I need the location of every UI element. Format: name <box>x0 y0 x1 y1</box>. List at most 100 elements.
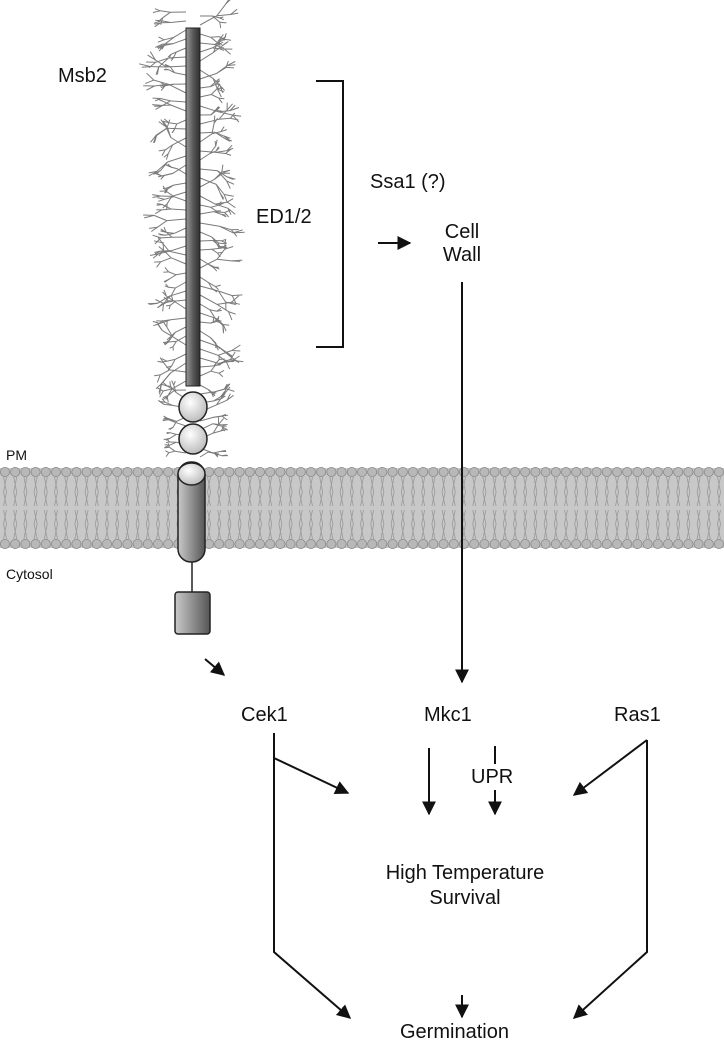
glycan-branch <box>156 261 162 268</box>
glycan-branch <box>207 388 213 394</box>
arrow-msb2-to-cek1 <box>204 658 226 676</box>
glycan-branch <box>218 117 231 120</box>
glycan-branch <box>166 358 176 362</box>
glycan-branch <box>162 419 169 422</box>
lipid-head <box>244 539 255 550</box>
glycan-branch <box>218 109 228 120</box>
glycan-branch <box>170 287 176 296</box>
msb2-label: Msb2 <box>58 65 107 87</box>
glycan-branch <box>158 246 164 251</box>
glycan-branch <box>150 253 159 256</box>
glycan-branch <box>162 120 169 124</box>
upr-label: UPR <box>471 766 514 788</box>
glycan-branch <box>208 282 216 288</box>
lipid-head <box>61 466 72 477</box>
glycan-branch <box>213 45 223 53</box>
arrow-ras1-to-hts <box>572 739 648 796</box>
glycan-branch <box>164 232 175 236</box>
glycan-branch <box>170 386 177 393</box>
lipid-head <box>509 539 520 550</box>
lipid-tail <box>145 476 150 540</box>
glycan-branch <box>167 144 174 154</box>
glycan-branch <box>219 22 222 29</box>
glycan-branch <box>215 286 219 291</box>
glycan-branch <box>199 330 211 339</box>
glycan-branch <box>145 79 154 85</box>
glycan-branch <box>224 212 230 218</box>
lipid-head <box>20 539 31 550</box>
lipid-tail <box>125 476 130 540</box>
glycan-branch <box>162 300 174 304</box>
glycan-branch <box>216 83 221 89</box>
glycan-branch <box>217 290 227 303</box>
glycan-branch <box>215 184 221 194</box>
glycan-branch <box>224 194 234 197</box>
glycan-branch <box>210 206 217 212</box>
glycan-branch <box>166 326 173 337</box>
glycan-branch <box>211 131 221 135</box>
glycan-branch <box>160 10 171 13</box>
glycan-branch <box>224 246 234 250</box>
lipid-head <box>295 539 306 550</box>
lipid-head <box>540 539 551 550</box>
lipid-head <box>91 466 102 477</box>
glycan-branch <box>226 176 236 180</box>
glycan-branch <box>168 450 176 454</box>
glycan-branch <box>171 129 175 134</box>
glycan-branch <box>154 374 161 377</box>
glycan-branch <box>154 8 161 12</box>
glycan-branch <box>168 56 187 59</box>
glycan-branch <box>166 218 187 222</box>
glycan-branch <box>216 399 228 406</box>
lipid-head <box>254 539 265 550</box>
glycan-branch <box>218 41 224 45</box>
lipid-head <box>622 539 633 550</box>
lipid-head <box>275 539 286 550</box>
glycan-branch <box>212 423 222 426</box>
glycan-branch <box>169 66 176 74</box>
glycan-branch <box>169 433 177 439</box>
lipid-head <box>601 466 612 477</box>
glycan-branch <box>221 213 227 218</box>
lipid-head <box>714 539 724 549</box>
lipid-head <box>336 539 347 550</box>
glycan-branch <box>161 208 171 211</box>
glycan-branch <box>141 66 151 68</box>
lipid-tail <box>217 476 222 540</box>
glycan-branch <box>146 85 155 91</box>
lipid-tail <box>3 476 7 540</box>
lipid-head <box>499 466 510 477</box>
glycan-branch <box>165 126 172 138</box>
high-temperature-survival-label: High Temperature Survival <box>340 863 590 959</box>
glycan-branch <box>221 164 224 173</box>
glycan-branch <box>221 240 228 244</box>
glycan-branch <box>225 153 232 156</box>
glycan-branch <box>217 350 232 356</box>
glycan-branch <box>213 359 220 367</box>
glycan-branch <box>166 127 187 130</box>
lipid-head <box>91 539 102 550</box>
glycan-branch <box>212 240 221 247</box>
glycan-branch <box>225 0 231 5</box>
lipid-head <box>397 466 408 477</box>
glycan-branch <box>229 107 240 112</box>
lipid-head <box>458 539 469 550</box>
msb2-bead-1 <box>178 391 208 423</box>
glycan-branch <box>216 3 227 17</box>
glycan-branch <box>165 452 170 457</box>
glycan-branch <box>155 43 163 48</box>
lipid-tail <box>594 476 599 540</box>
glycan-branch <box>171 191 187 197</box>
glycan-branch <box>230 358 239 362</box>
lipid-head <box>387 539 398 550</box>
glycan-branch <box>162 341 169 343</box>
arrow-ras1-to-germination <box>572 740 648 1019</box>
glycan-branch <box>164 196 175 200</box>
lipid-head <box>10 539 21 550</box>
glycan-branch <box>157 237 163 244</box>
arrow-cek1-to-hts <box>273 733 350 794</box>
lipid-head <box>612 539 623 550</box>
glycan-branch <box>169 426 174 431</box>
glycan-branch <box>199 33 211 38</box>
